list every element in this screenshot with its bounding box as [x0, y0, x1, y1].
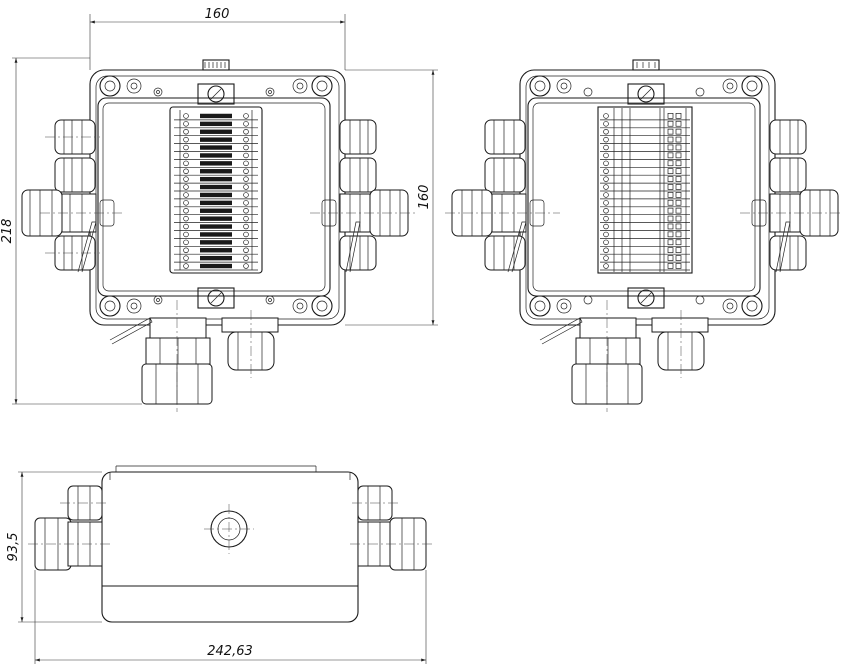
terminal-row — [174, 113, 258, 121]
terminal-row — [600, 231, 690, 239]
terminal-row — [600, 152, 690, 160]
dimension-93-5: 93,5 — [6, 471, 102, 623]
terminal-row — [600, 120, 690, 129]
right-glands — [740, 119, 840, 273]
terminal-row — [600, 247, 690, 255]
dimension-218: 218 — [0, 57, 142, 405]
terminal-row — [174, 247, 258, 255]
terminal-block-left — [174, 110, 258, 271]
terminal-row — [174, 208, 258, 216]
terminal-row — [600, 184, 690, 192]
terminal-row — [600, 112, 690, 121]
terminal-row — [174, 255, 258, 263]
front-view-right — [445, 59, 840, 412]
terminal-row — [174, 263, 258, 271]
terminal-row — [174, 129, 258, 137]
bottom-glands — [109, 300, 279, 412]
dim-top-width-label: 160 — [205, 7, 230, 22]
bottom-glands — [539, 300, 709, 412]
dim-box-height-label: 160 — [417, 185, 432, 210]
front-view-left — [21, 59, 415, 412]
terminal-row — [174, 192, 258, 200]
dimension-160-top: 160 — [89, 7, 346, 70]
terminal-row — [600, 192, 690, 200]
terminal-row — [174, 136, 258, 144]
terminal-row — [174, 176, 258, 184]
right-glands — [310, 119, 415, 273]
corner-screws — [99, 75, 333, 317]
terminal-row — [174, 152, 258, 160]
terminal-row — [600, 144, 690, 152]
terminal-row — [600, 199, 690, 208]
terminal-row — [174, 121, 258, 129]
terminal-row — [600, 255, 690, 263]
corner-screws — [529, 75, 763, 317]
terminal-row — [600, 128, 690, 137]
terminal-row — [174, 239, 258, 247]
terminal-row — [174, 215, 258, 223]
dim-overall-height-label: 218 — [0, 219, 15, 244]
dim-side-height-label: 93,5 — [6, 533, 21, 562]
terminal-row — [600, 239, 690, 247]
side-view — [28, 465, 432, 623]
terminal-row — [600, 215, 690, 223]
terminal-block-right — [600, 108, 690, 272]
terminal-row — [174, 144, 258, 152]
terminal-row — [174, 231, 258, 239]
terminal-row — [600, 168, 690, 176]
dim-overall-length-label: 242,63 — [207, 644, 253, 659]
terminal-row — [600, 223, 690, 231]
terminal-row — [174, 168, 258, 176]
terminal-row — [174, 223, 258, 231]
terminal-row — [174, 184, 258, 192]
terminal-row — [600, 176, 690, 184]
terminal-row — [600, 136, 690, 144]
terminal-row — [600, 207, 690, 216]
terminal-row — [174, 160, 258, 168]
terminal-row — [600, 160, 690, 168]
terminal-row — [600, 263, 690, 271]
terminal-row — [174, 200, 258, 208]
left-glands — [445, 119, 560, 273]
dimension-160-right: 160 — [345, 69, 438, 326]
dimension-242-63: 242,63 — [34, 570, 427, 664]
left-glands — [21, 119, 125, 273]
